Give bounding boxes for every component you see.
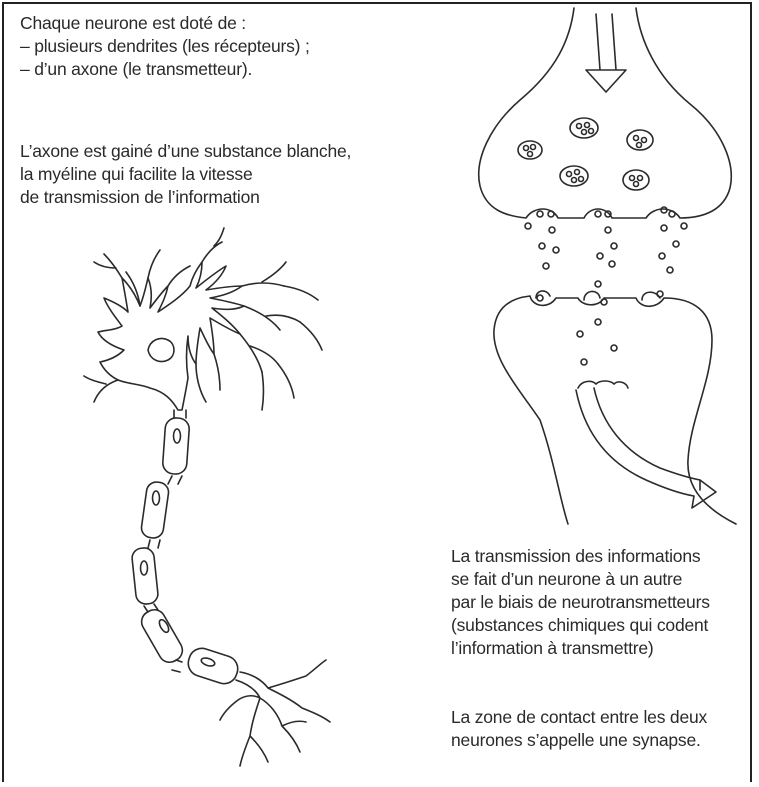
neuron-dendrite-far-right (262, 286, 322, 410)
neurotransmitter (609, 261, 615, 267)
schwann-nucleus-5 (200, 657, 215, 668)
vesicle-dot (577, 124, 582, 129)
neurotransmitter (577, 331, 583, 337)
vesicle-dot (579, 177, 584, 182)
neurotransmitter (553, 247, 559, 253)
synapse-illustration (479, 8, 736, 524)
neuron-nucleus (148, 338, 174, 361)
neuron-illustration (84, 228, 330, 766)
vesicle-dot (575, 170, 580, 175)
schwann-nucleus-4 (157, 618, 170, 634)
neurotransmitter (581, 359, 587, 365)
neurotransmitter (661, 225, 667, 231)
neurotransmitter (595, 211, 601, 217)
schwann-nucleus-1 (174, 429, 181, 443)
axon (131, 410, 241, 687)
neurotransmitter (537, 211, 543, 217)
neurotransmitter (673, 241, 679, 247)
neurotransmitter (661, 207, 667, 213)
neuron-dendrite-top (148, 228, 224, 286)
receptor-cluster (578, 381, 628, 388)
neurotransmitter (667, 267, 673, 273)
node-ranvier-2 (148, 540, 160, 548)
incoming-signal-arrow-icon (586, 14, 626, 92)
neurotransmitter (549, 227, 555, 233)
schwann-nucleus-3 (141, 561, 148, 575)
neurotransmitter (669, 211, 675, 217)
vesicle-dot (585, 123, 590, 128)
vesicle-dot (572, 178, 577, 183)
neurotransmitter (681, 223, 687, 229)
neurotransmitter (605, 227, 611, 233)
neuron-cell-body (98, 262, 244, 410)
vesicle-dot (642, 138, 647, 143)
vesicle-dot (634, 182, 639, 187)
neurotransmitter (539, 243, 545, 249)
neurotransmitter (543, 263, 549, 269)
vesicle-dot (531, 145, 536, 150)
myelin-segment-2 (140, 481, 170, 540)
neuron-dendrite-left (84, 376, 118, 402)
vesicle-dot (589, 129, 594, 134)
neurotransmitter (537, 295, 543, 301)
myelin-segment-3 (131, 547, 159, 605)
vesicle-dot (528, 152, 533, 157)
vesicle-dot (630, 176, 635, 181)
schwann-nucleus-2 (153, 491, 160, 505)
neurotransmitter (595, 281, 601, 287)
neurotransmitter (525, 223, 531, 229)
vesicle-dot (582, 130, 587, 135)
vesicle-dot (638, 176, 643, 181)
neurotransmitter (611, 345, 617, 351)
vesicle-dot (567, 172, 572, 177)
neurotransmitter (597, 253, 603, 259)
neurotransmitter (595, 319, 601, 325)
neurotransmitter (548, 211, 554, 217)
vesicle-dot (637, 143, 642, 148)
vesicle-dot (634, 136, 639, 141)
myelin-segment-4 (138, 606, 187, 666)
presynaptic-terminal (479, 8, 731, 218)
synaptic-vesicles (518, 118, 653, 190)
axon-hillock (174, 410, 186, 418)
node-ranvier-1 (168, 476, 182, 484)
receptor (584, 291, 600, 300)
neurotransmitters (525, 207, 687, 365)
neuron-dendrite-upper-left (94, 254, 140, 306)
vesicle-dot (524, 146, 529, 151)
neurotransmitter (659, 253, 665, 259)
neurotransmitter (611, 243, 617, 249)
myelin-segment-1 (162, 417, 190, 475)
